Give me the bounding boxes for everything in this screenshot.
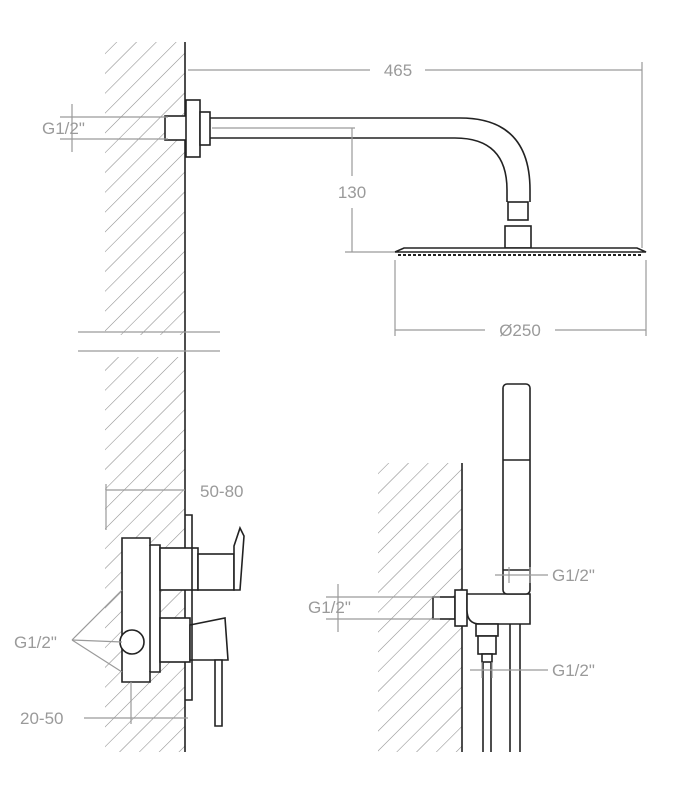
- dim-head-diameter: Ø250: [394, 260, 647, 340]
- dim-outlet-thread-label: G1/2": [308, 598, 351, 617]
- shower-arm-assembly: [164, 99, 647, 256]
- dim-mixer-depth: 50-80: [105, 482, 243, 530]
- mixer-assembly: [119, 514, 245, 727]
- dim-arm-length-label: 465: [384, 61, 412, 80]
- dim-mixer-threads: G1/2": [14, 589, 123, 673]
- dim-mixer-min: 20-50: [20, 682, 188, 728]
- hand-shower-assembly: [432, 383, 531, 752]
- dim-arm-thread-label: G1/2": [42, 119, 85, 138]
- dim-hose-thread-label: G1/2": [552, 661, 595, 680]
- dim-arm-drop: 130: [212, 127, 395, 253]
- dim-mixer-threads-label: G1/2": [14, 633, 57, 652]
- dim-hose-thread: G1/2": [470, 661, 595, 680]
- dim-head-diameter-label: Ø250: [499, 321, 541, 340]
- dim-holder-thread-label: G1/2": [552, 566, 595, 585]
- dim-outlet-thread: G1/2": [308, 584, 440, 632]
- dim-holder-thread: G1/2": [495, 566, 595, 585]
- dim-arm-thread: G1/2": [42, 104, 168, 152]
- dim-arm-length: 465: [188, 61, 643, 248]
- dim-mixer-depth-label: 50-80: [200, 482, 243, 501]
- dim-mixer-min-label: 20-50: [20, 709, 63, 728]
- dim-arm-drop-label: 130: [338, 183, 366, 202]
